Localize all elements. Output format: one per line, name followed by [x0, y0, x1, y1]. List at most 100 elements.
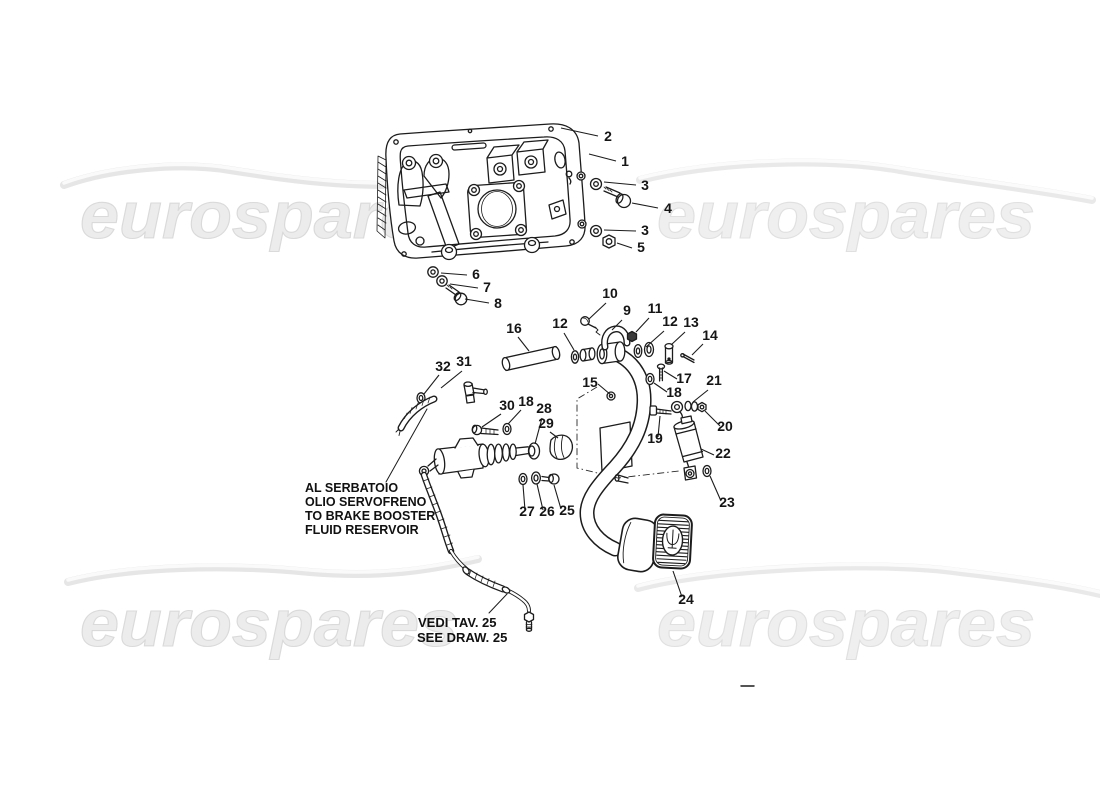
leader-line [670, 331, 686, 346]
washer-7 [436, 275, 448, 287]
leader-line [464, 298, 490, 304]
callout-18: 18 [507, 393, 534, 425]
part-number: 11 [648, 300, 663, 316]
leader-line [653, 382, 668, 393]
feed-hose [395, 395, 438, 436]
washer-23 [702, 464, 712, 478]
leader-line [588, 302, 607, 320]
washer-3-lower [589, 224, 603, 238]
see-draw-note-line: VEDI TAV. 25 [418, 615, 497, 630]
leader-line [597, 383, 612, 396]
leader-line [563, 332, 575, 351]
part-number: 10 [602, 285, 618, 301]
leader-line [517, 336, 530, 352]
washer-12-right [633, 343, 643, 359]
part-number: 9 [623, 302, 631, 318]
leader-line [534, 417, 543, 445]
bolt-25 [541, 473, 560, 485]
callout-2: 2 [560, 127, 612, 144]
part-number: 15 [582, 374, 598, 390]
bolt-4 [603, 186, 632, 209]
leader-line [631, 202, 659, 209]
leader-line [657, 415, 661, 438]
washer-3-upper [589, 177, 603, 191]
part-number: 30 [499, 397, 515, 413]
washer-27 [518, 472, 528, 486]
callout-12: 12 [552, 315, 575, 351]
servo-flange [467, 179, 528, 241]
damper-fork [683, 465, 698, 481]
plate-fasteners-right [589, 177, 632, 249]
part-number: 16 [506, 320, 522, 336]
union-elbow-31 [463, 381, 488, 404]
callout-17: 17 [663, 370, 692, 386]
leader-line [440, 370, 463, 389]
callout-5: 5 [616, 239, 645, 255]
washer-26 [530, 471, 542, 485]
part-number: 31 [456, 353, 472, 369]
clevis-pin-13 [664, 342, 674, 365]
part-number: 23 [719, 494, 735, 510]
washer-12-left [570, 350, 580, 364]
callout-24: 24 [672, 570, 694, 607]
leader-line [616, 242, 633, 249]
part-number: 6 [472, 266, 480, 282]
part-number: 3 [641, 177, 649, 193]
leader-line [440, 272, 468, 276]
callout-16: 16 [506, 320, 530, 352]
technical-drawing [376, 123, 755, 687]
callout-25: 25 [553, 484, 575, 518]
part-number: 22 [715, 445, 731, 461]
part-number: 12 [552, 315, 568, 331]
callout-11: 11 [635, 300, 663, 333]
maserati-trident-icon [666, 529, 680, 549]
leader-line [603, 229, 637, 232]
pivot-pin [501, 345, 561, 372]
part-number: 17 [676, 370, 692, 386]
part-number: 21 [706, 372, 722, 388]
part-number: 14 [702, 327, 718, 343]
leader-line [691, 343, 704, 356]
construction-lines [576, 386, 680, 479]
bolt-30 [471, 424, 499, 436]
pedal-pads [617, 513, 693, 573]
reservoir-note-line: TO BRAKE BOOSTER [305, 509, 435, 523]
pedal-mount-plate [376, 123, 587, 261]
callout-1: 1 [588, 153, 629, 169]
damper-body [673, 415, 704, 469]
leader-line [663, 370, 678, 380]
callout-13: 13 [670, 314, 699, 346]
leader-line [635, 317, 650, 333]
leader-line [645, 330, 665, 348]
leader-line [588, 153, 617, 162]
washer-18-right [645, 372, 655, 386]
callout-7: 7 [449, 279, 491, 295]
reservoir-note-line: AL SERBATOIO [305, 481, 398, 495]
nut-11 [626, 330, 638, 343]
leader-line [549, 431, 559, 439]
callout-8: 8 [464, 295, 502, 311]
leader-line [553, 484, 562, 510]
part-number: 25 [559, 502, 575, 518]
leader-line [423, 374, 440, 395]
leader-line [522, 484, 526, 511]
part-number: 13 [683, 314, 699, 330]
plate-pedestals [486, 139, 567, 220]
part-number: 18 [518, 393, 534, 409]
bolt-8 [445, 284, 468, 306]
reservoir-note-line: FLUID RESERVOIR [305, 523, 419, 537]
swoosh-bottom-right [634, 562, 1100, 598]
part-number: 20 [717, 418, 733, 434]
pedal-pivot-towers [397, 153, 460, 250]
callout-22: 22 [700, 445, 731, 461]
callout-31: 31 [440, 353, 472, 389]
leader-line [560, 127, 599, 137]
watermark-text: eurospares [80, 586, 458, 660]
plate-fasteners-lower-left [427, 266, 468, 306]
part-number: 12 [662, 313, 678, 329]
screw-17 [656, 363, 666, 382]
leader-line [709, 475, 722, 502]
leader-line [700, 448, 715, 456]
